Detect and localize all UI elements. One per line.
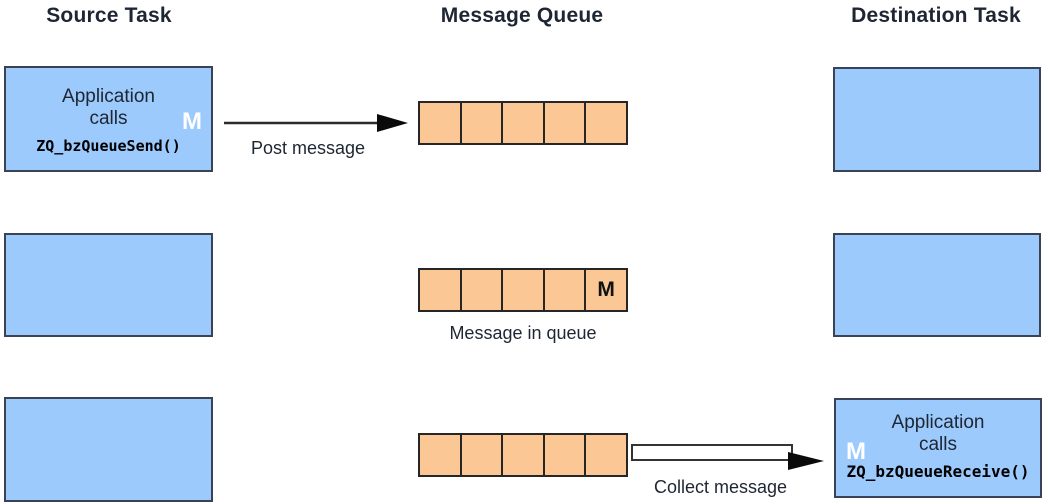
queue-cell: [503, 103, 545, 143]
queue-receive-function-name: ZQ_bzQueueReceive(): [846, 462, 1030, 481]
queue-cell: [503, 270, 545, 310]
message-marker-destination: M: [846, 438, 866, 465]
destination-task-box-row2: [833, 233, 1041, 337]
application-calls-line2: calls: [89, 108, 128, 129]
queue-cell: [420, 435, 462, 475]
queue-cell: [545, 435, 587, 475]
destination-task-box-row1: [833, 67, 1041, 172]
queue-cell: [420, 270, 462, 310]
queue-cell: [462, 270, 504, 310]
message-in-queue-label: Message in queue: [449, 323, 597, 343]
application-calls-line1: Application: [62, 86, 155, 107]
header-source-task: Source Task: [46, 4, 172, 27]
post-message-arrow-icon: [224, 114, 408, 132]
application-calls-line1: Application: [891, 412, 985, 433]
destination-box-caption: Application calls ZQ_bzQueueReceive(): [836, 400, 1040, 483]
message-queue-row1: [418, 101, 628, 145]
queue-cell: [545, 270, 587, 310]
destination-task-box-row3: Application calls ZQ_bzQueueReceive() M: [834, 398, 1042, 498]
header-message-queue: Message Queue: [440, 4, 604, 27]
queue-cell: [586, 103, 626, 143]
queue-cell: [586, 435, 626, 475]
queue-cell: [420, 103, 462, 143]
post-message-label: Post message: [250, 138, 366, 158]
header-destination-task: Destination Task: [851, 4, 1021, 27]
source-task-box-row1: Application calls ZQ_bzQueueSend() M: [4, 66, 213, 172]
collect-message-label: Collect message: [653, 477, 788, 497]
queue-send-function-name: ZQ_bzQueueSend(): [36, 137, 181, 155]
queue-cell: [503, 435, 545, 475]
application-calls-line2: calls: [918, 434, 957, 455]
queue-cell: [462, 103, 504, 143]
queue-cell-with-message: M: [597, 278, 615, 301]
queue-cell: [462, 435, 504, 475]
queue-cell: [545, 103, 587, 143]
collect-message-arrow-icon: [631, 444, 824, 470]
source-task-box-row2: [4, 233, 213, 337]
message-queue-row3: [418, 433, 628, 477]
source-box-caption: Application calls ZQ_bzQueueSend(): [6, 68, 211, 157]
message-marker-source: M: [182, 108, 202, 135]
source-task-box-row3: [4, 397, 213, 502]
message-queue-row2: M: [418, 268, 628, 312]
